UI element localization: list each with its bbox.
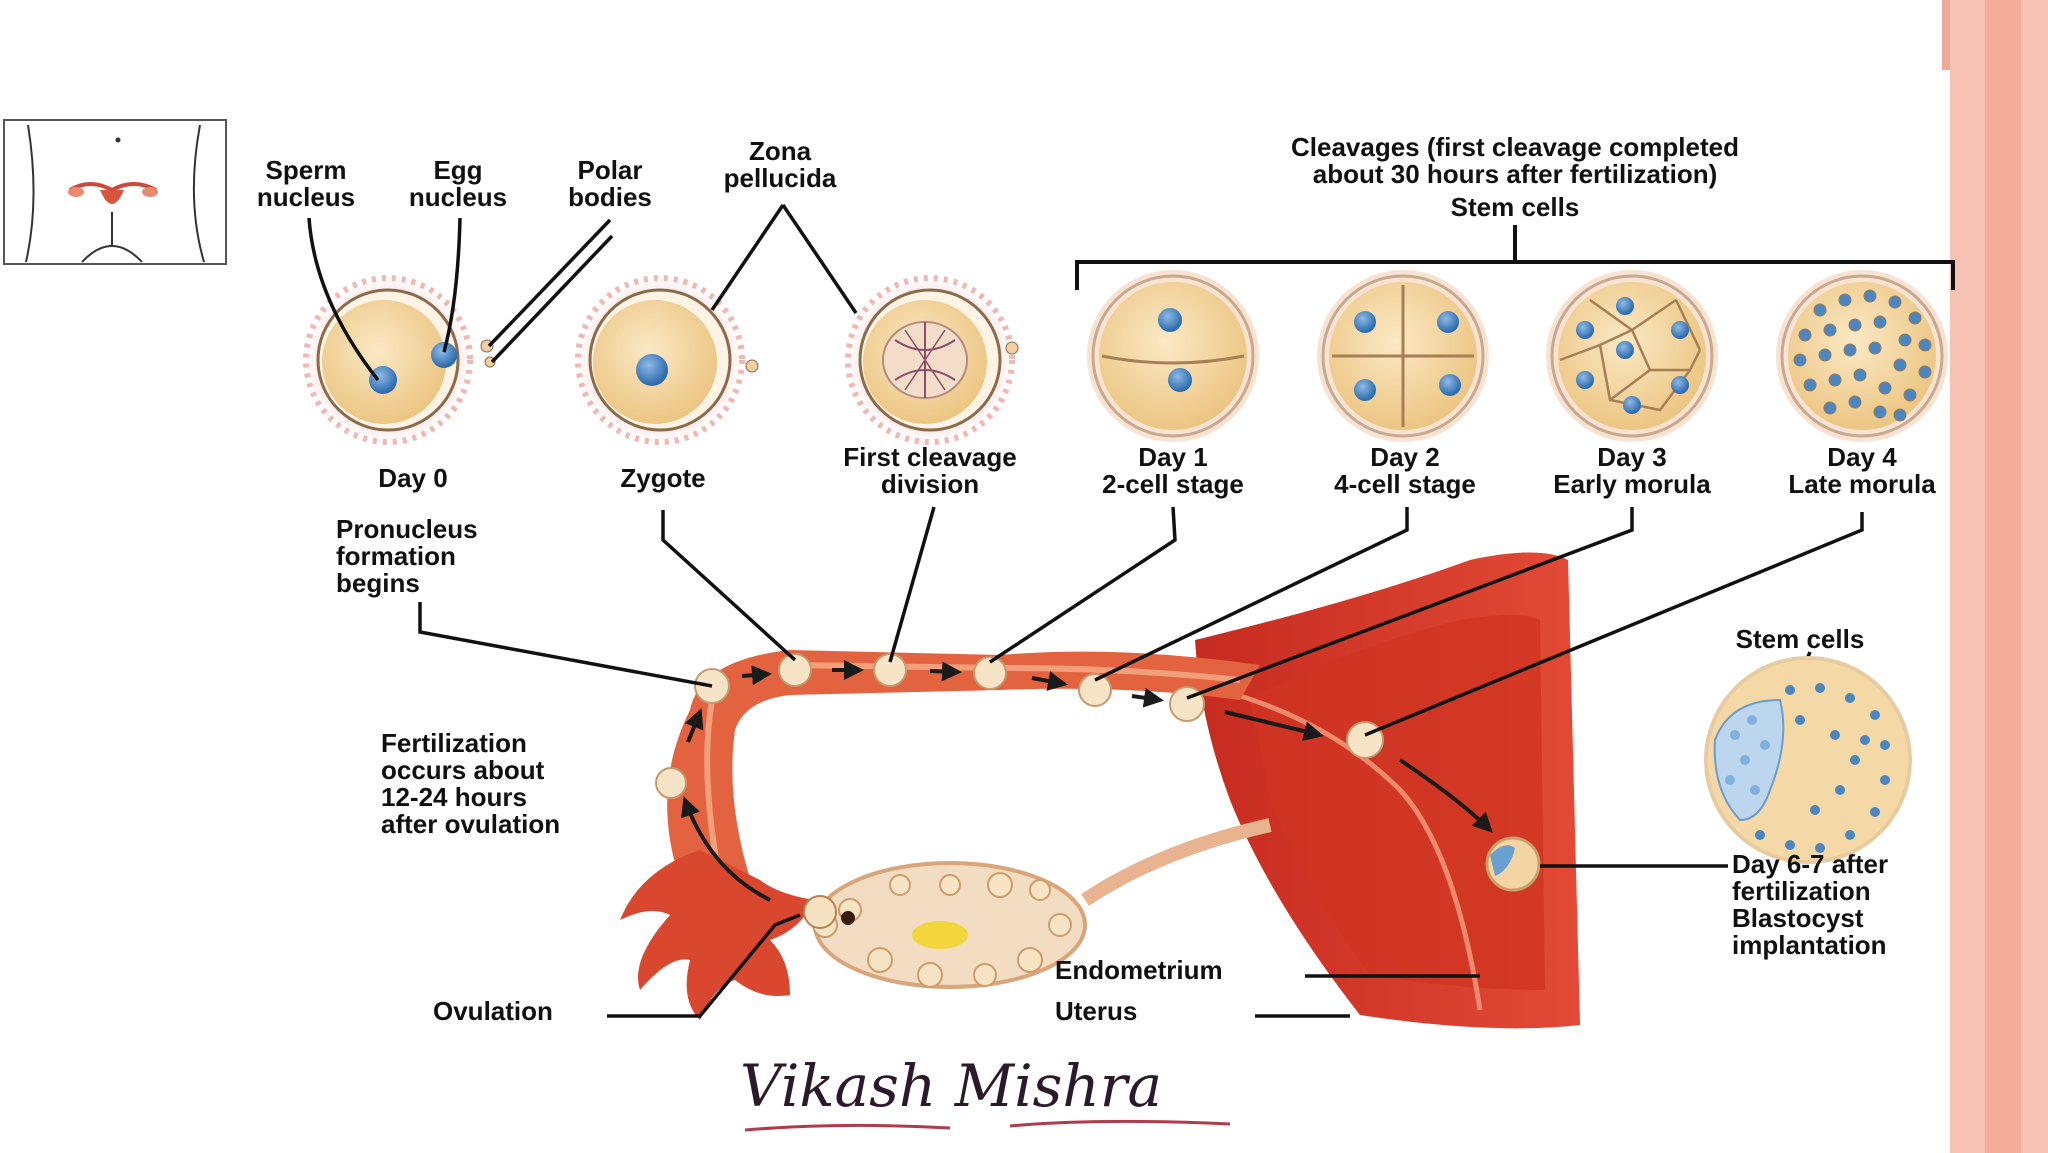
path-arrows (680, 660, 1493, 902)
label-ovulation: Ovulation (433, 996, 553, 1026)
label-stem-cells-right: Stem cells (1735, 624, 1865, 654)
stem-cell-inset (1704, 656, 1912, 864)
zona-pointers (307, 204, 858, 382)
page-border (1942, 0, 2048, 1153)
embryo-day1 (1087, 270, 1259, 442)
label-zygote: Zygote (620, 463, 706, 493)
label-day0: Day 0 (378, 463, 448, 493)
embryo-day0 (300, 272, 496, 448)
label-endometrium: Endometrium (1055, 955, 1223, 985)
embryo-day2 (1317, 270, 1489, 442)
embryo-day3 (1546, 270, 1718, 442)
cleavage-bracket (1075, 225, 1955, 290)
body-thumbnail (3, 119, 227, 265)
embryo-day4 (1776, 270, 1948, 442)
author-signature: Vikash Mishra (740, 1052, 1163, 1120)
label-uterus: Uterus (1055, 996, 1138, 1026)
label-stem-cells-top: Stem cells (1450, 192, 1580, 222)
embryo-first-cleavage (842, 272, 1019, 448)
uterus-illustration (620, 552, 1580, 1029)
embryo-zygote (572, 272, 759, 448)
